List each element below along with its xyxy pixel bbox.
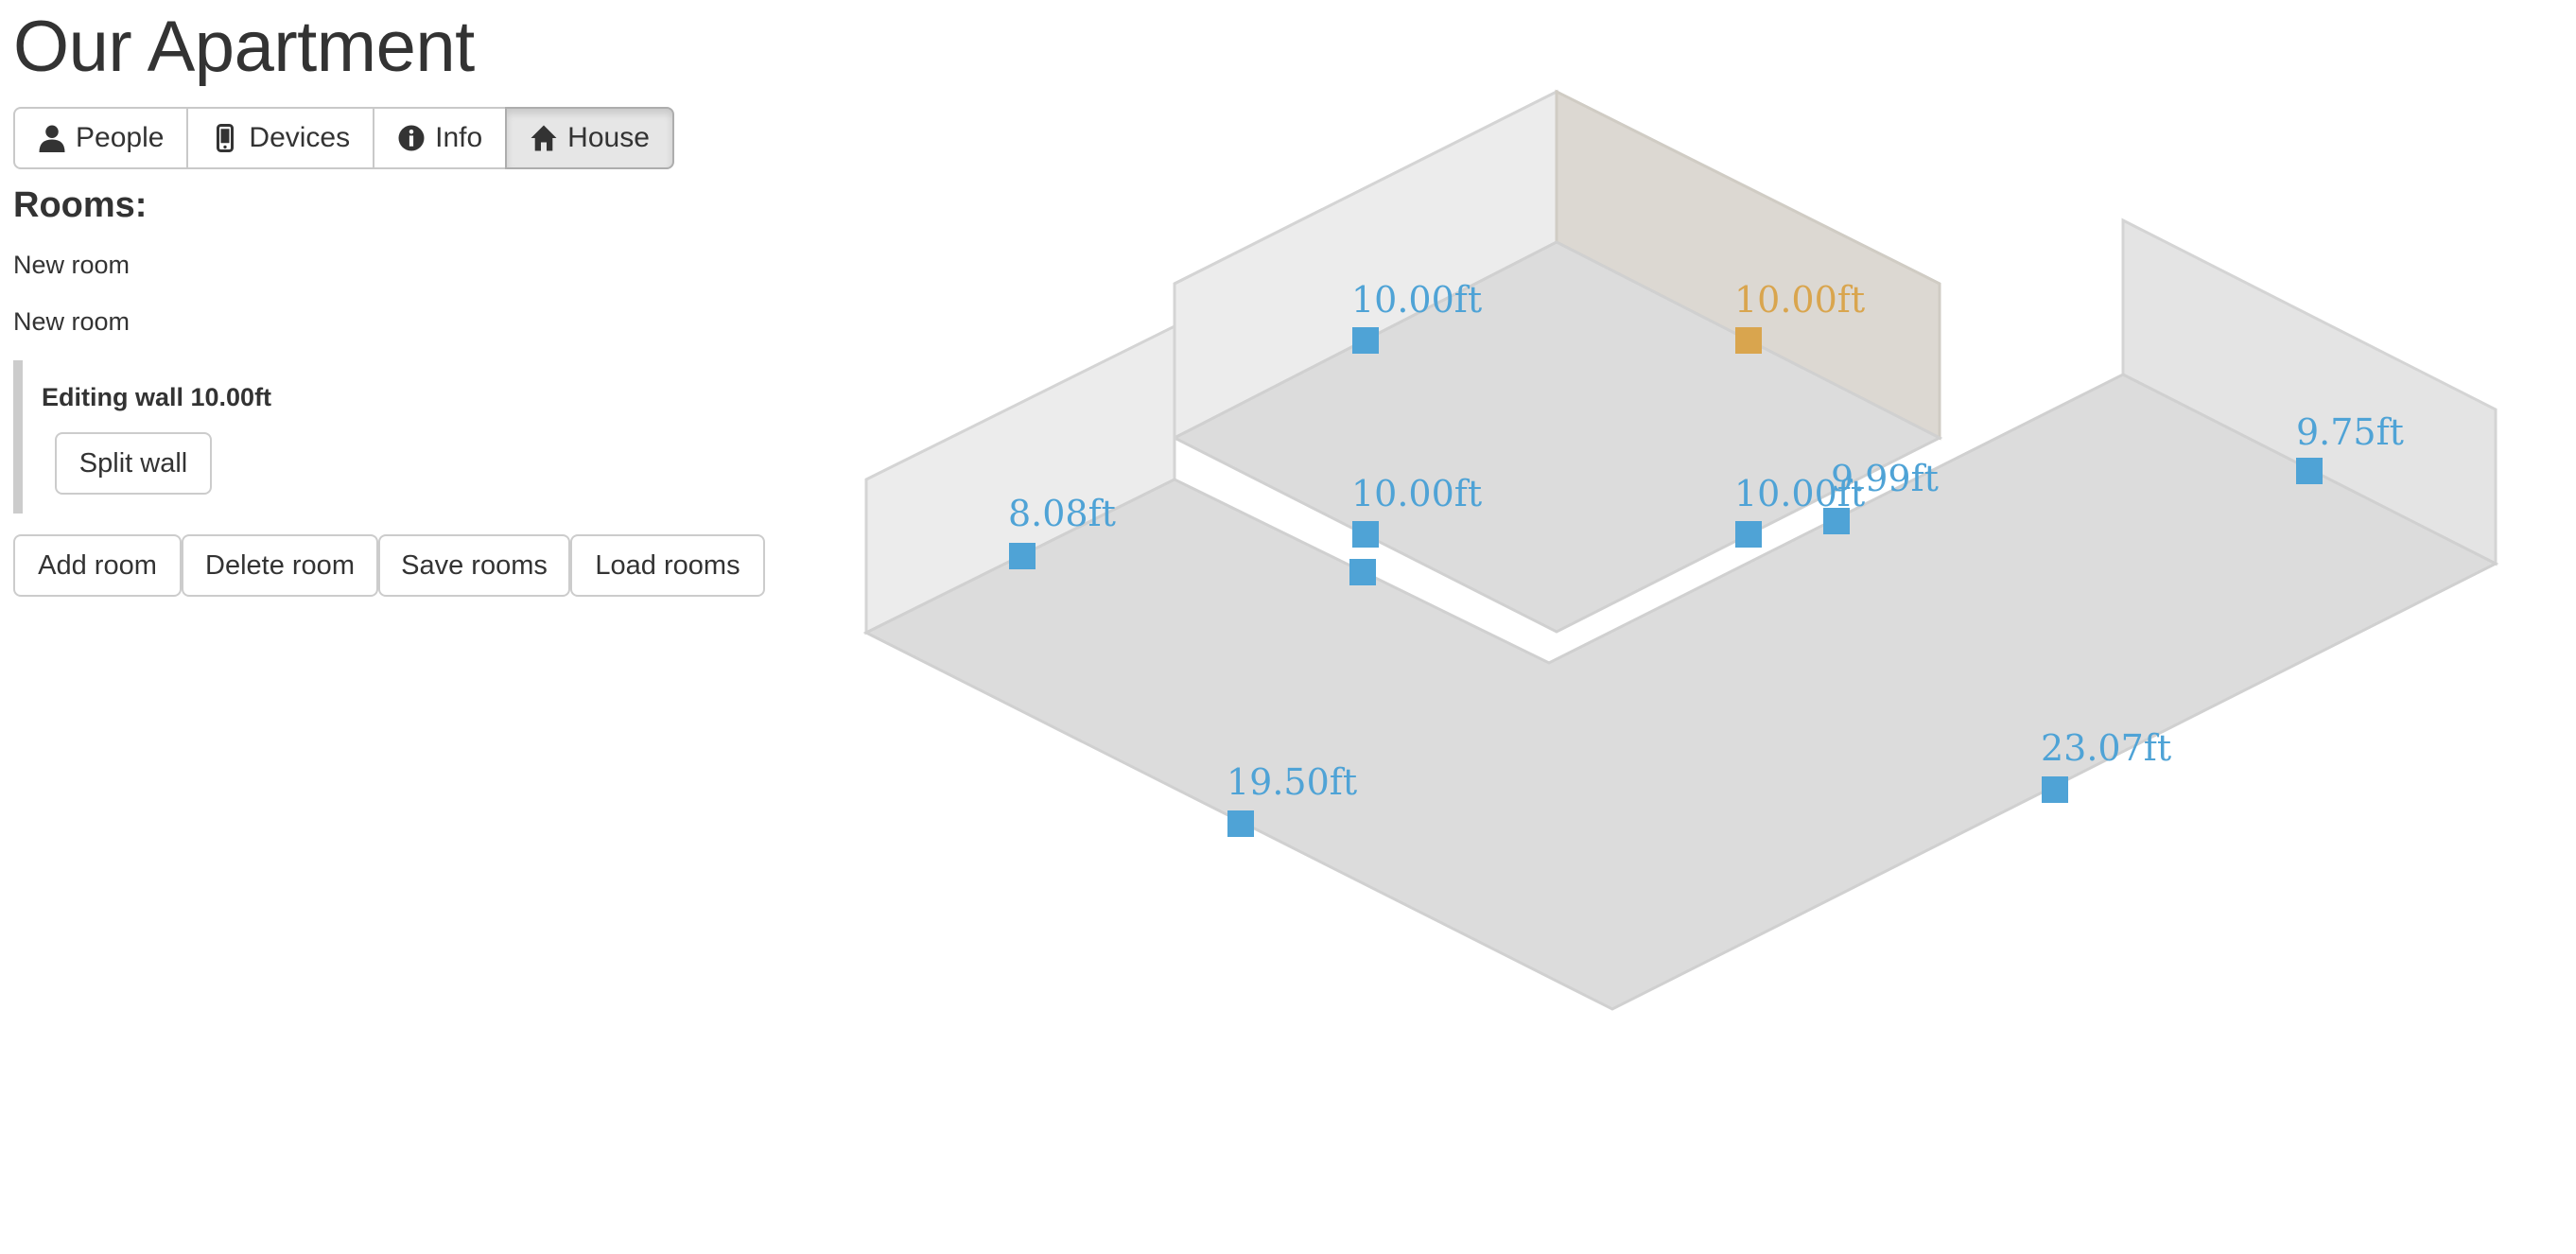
wall-handle[interactable] [1735,327,1762,354]
wall-handle[interactable] [1352,521,1379,548]
page-title: Our Apartment [13,7,475,87]
wall-length-label: 10.00ft [1351,279,1482,321]
wall-handle[interactable] [1352,327,1379,354]
wall-length-label: 9.99ft [1831,458,1939,499]
wall-length-label: 23.07ft [2041,727,2171,769]
mobile-icon [211,124,239,152]
delete-room-button[interactable]: Delete room [182,534,378,597]
load-rooms-button[interactable]: Load rooms [570,534,765,597]
wall-handle[interactable] [2042,776,2068,803]
user-icon [38,124,66,152]
wall-length-label: 8.08ft [1008,493,1116,534]
nav-tabs: People Devices Info House [13,107,674,169]
wall-length-label: 10.00ft [1734,473,1865,514]
tab-label: People [76,122,165,153]
wall-length-label: 19.50ft [1227,761,1357,803]
save-rooms-button[interactable]: Save rooms [378,534,570,597]
wall-handle[interactable] [1227,810,1254,837]
wall-handle[interactable] [1009,543,1036,569]
wall-handle[interactable] [2296,458,2323,484]
rooms-heading: Rooms: [13,185,148,225]
wall-handle[interactable] [1349,559,1376,585]
room-item[interactable]: New room [13,307,131,336]
add-room-button[interactable]: Add room [13,534,182,597]
split-wall-button[interactable]: Split wall [55,432,212,495]
wall-edit-panel: Editing wall 10.00ft Split wall [13,360,392,514]
tab-devices[interactable]: Devices [186,107,375,169]
wall-handle[interactable] [1735,521,1762,548]
wall-handle[interactable] [1823,508,1850,534]
home-icon [530,124,558,152]
info-icon [397,124,426,152]
wall-length-label: 10.00ft [1734,279,1865,321]
tab-info[interactable]: Info [373,107,508,169]
tab-label: Info [435,122,483,153]
editing-wall-label: Editing wall 10.00ft [42,383,272,411]
wall-length-label: 9.75ft [2296,411,2404,453]
wall-length-label: 10.00ft [1351,473,1482,514]
tab-people[interactable]: People [13,107,189,169]
tab-house[interactable]: House [505,107,674,169]
tab-label: House [567,122,650,153]
room-item[interactable]: New room [13,251,131,279]
floor-room-front [862,373,2499,1011]
tab-label: Devices [249,122,351,153]
